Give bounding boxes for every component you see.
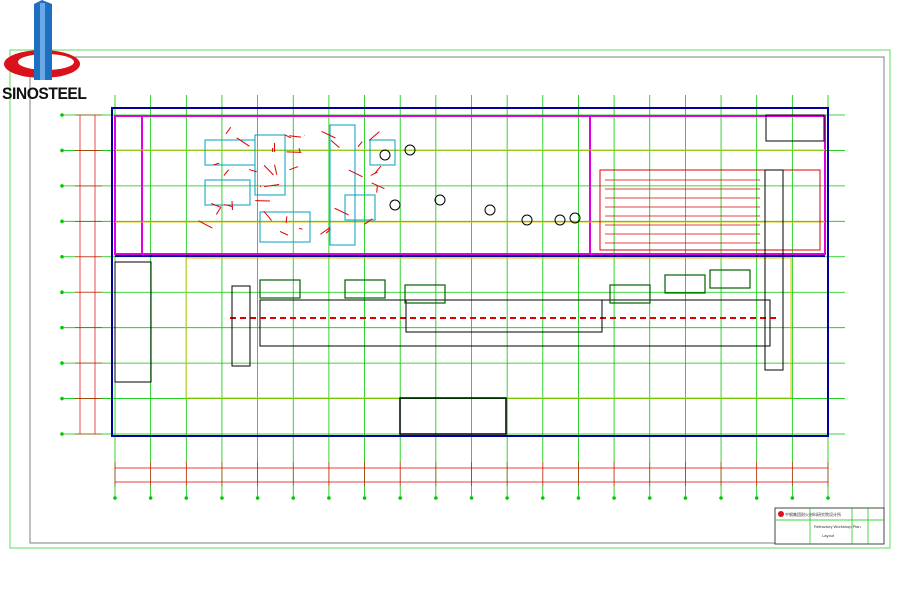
grid-bubble <box>577 496 581 500</box>
transfer-car <box>232 286 250 366</box>
equipment-group <box>198 125 760 303</box>
grid-bubble <box>755 496 759 500</box>
machine <box>260 212 310 242</box>
press-machine <box>555 215 565 225</box>
equipment-line <box>226 127 231 134</box>
grid-bubble <box>60 255 64 259</box>
grid-bubble <box>149 496 153 500</box>
equipment-line <box>289 136 301 137</box>
building-outline <box>112 108 828 436</box>
grid-bubble <box>826 496 830 500</box>
press-machine <box>435 195 445 205</box>
grid-bubble <box>60 220 64 224</box>
equipment-line <box>275 165 277 175</box>
grid-bubble <box>684 496 688 500</box>
kiln-body <box>406 300 602 332</box>
logo-icon <box>0 0 84 84</box>
machine <box>205 140 255 165</box>
equipment-line <box>264 165 273 175</box>
transfer-car <box>765 170 783 370</box>
equipment-line <box>299 228 303 229</box>
grid-bubble <box>398 496 402 500</box>
press-machine <box>522 215 532 225</box>
grid-bubble <box>470 496 474 500</box>
grid-bubble <box>60 397 64 401</box>
equipment-line <box>237 138 250 146</box>
setting-machine <box>710 270 750 288</box>
title-company: 中钢集团耐火材料研究院设计所 <box>785 511 841 517</box>
equipment-line <box>289 167 298 170</box>
title-label-2: Layout <box>822 533 835 538</box>
grid-bubble <box>60 149 64 153</box>
setting-machine <box>260 280 300 298</box>
logo-text: SINOSTEEL <box>2 84 87 104</box>
machine <box>205 180 250 205</box>
equipment-line <box>371 172 378 175</box>
upper-bay <box>115 116 825 254</box>
dryer <box>600 170 820 250</box>
grid-bubble <box>791 496 795 500</box>
grid-bubble <box>60 290 64 294</box>
grid-bubble <box>434 496 438 500</box>
equipment-line <box>249 170 257 172</box>
equipment-line <box>369 132 379 141</box>
equipment-line <box>280 231 288 235</box>
press-machine <box>485 205 495 215</box>
equipment-line <box>286 152 301 153</box>
grid-bubble <box>505 496 509 500</box>
grid-bubble <box>60 326 64 330</box>
grid-bubble <box>60 113 64 117</box>
room <box>766 115 824 141</box>
equipment-line <box>375 166 381 173</box>
grid-bubble <box>612 496 616 500</box>
grid-bubble <box>60 361 64 365</box>
grid-bubble <box>256 496 260 500</box>
equipment-line <box>224 170 229 176</box>
setting-machine <box>345 280 385 298</box>
machine <box>370 140 395 165</box>
equipment-line <box>349 170 363 177</box>
grid-bubble <box>327 496 331 500</box>
title-block: 中钢集团耐火材料研究院设计所 Refractory Workshop Plan … <box>775 508 884 544</box>
equipment-line <box>331 140 339 147</box>
grid-bubble <box>719 496 723 500</box>
grid-bubble <box>291 496 295 500</box>
equipment-line <box>377 185 378 192</box>
equipment-line <box>216 208 220 215</box>
sinosteel-logo: SINOSTEEL <box>0 0 84 105</box>
equipment-line <box>358 142 362 147</box>
grid-bubble <box>220 496 224 500</box>
column-grid <box>60 95 845 500</box>
kiln-line <box>260 300 770 346</box>
office-block <box>115 262 151 382</box>
machine <box>345 195 375 220</box>
press-machine <box>380 150 390 160</box>
title-label-1: Refractory Workshop Plan <box>814 524 861 529</box>
door-area <box>400 398 506 434</box>
grid-bubble <box>113 496 117 500</box>
grid-bubble <box>363 496 367 500</box>
equipment-line <box>335 208 349 215</box>
grid-bubble <box>648 496 652 500</box>
grid-bubble <box>60 432 64 436</box>
press-machine <box>390 200 400 210</box>
grid-bubble <box>541 496 545 500</box>
equipment-line <box>322 131 336 138</box>
grid-bubble <box>185 496 189 500</box>
grid-bubble <box>60 184 64 188</box>
